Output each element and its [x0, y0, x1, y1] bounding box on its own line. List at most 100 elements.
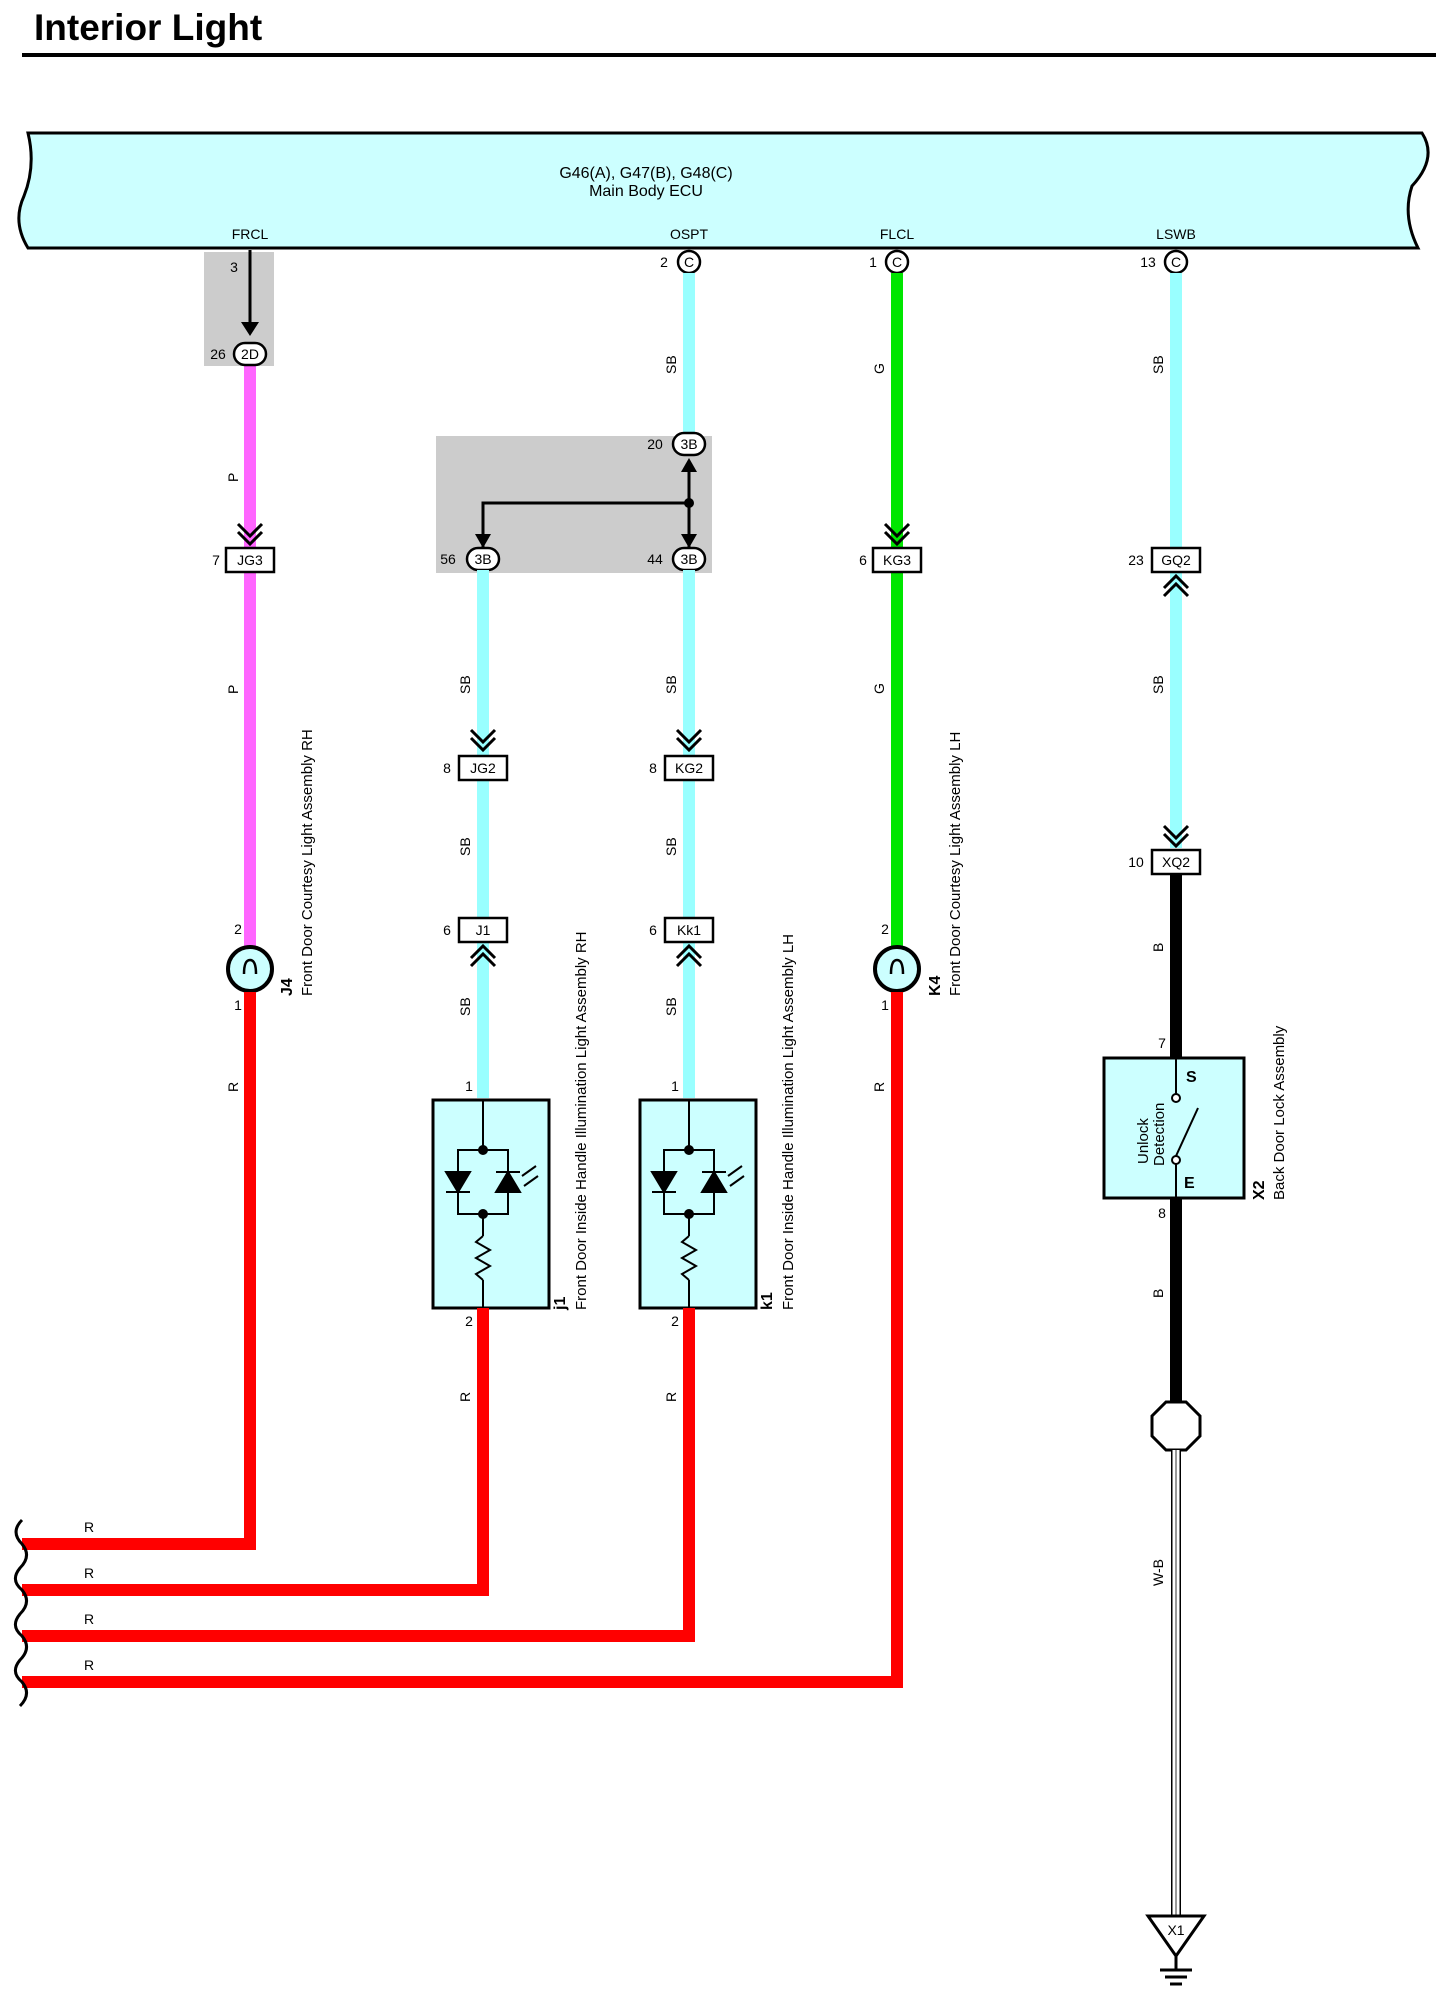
k4-name: Front Door Courtesy Light Assembly LH: [947, 732, 964, 996]
page-title: Interior Light: [34, 7, 262, 48]
ecu-terminal-ospt: OSPT: [670, 226, 709, 242]
connector-chevron-icon: [469, 943, 497, 968]
wire-label-sb: SB: [1150, 675, 1166, 694]
connector-jg3-pin: 7: [212, 552, 220, 568]
connector-jg3: [224, 546, 276, 574]
k1-pin-bottom: 2: [671, 1313, 679, 1329]
connector-kk1-id: Kk1: [677, 922, 701, 938]
wire-label-r: R: [225, 1082, 241, 1092]
ecu-pin-ospt-connector: C: [684, 254, 694, 270]
frcl-circuit: 3 P P 2D 26 JG3 7 2 J4 Front Door Courte…: [210, 250, 316, 1092]
frcl-pin: 3: [230, 259, 238, 275]
wire-label-g: G: [871, 683, 887, 694]
connector-kg3-id: KG3: [883, 552, 911, 568]
lswb-circuit: C 13 SB SB GQ2 23 XQ2 10 B 7 S E Unlock …: [1102, 249, 1288, 1986]
j4-pin-bottom: 1: [234, 997, 242, 1013]
k4-pin-top: 2: [881, 921, 889, 937]
connector-kg3-pin: 6: [859, 552, 867, 568]
ground-id: X1: [1167, 1922, 1184, 1938]
x2-switch-label-1: Unlock: [1135, 1118, 1152, 1164]
switch-icon: [1171, 1058, 1199, 1198]
junction-3b-top-pin: 20: [647, 436, 663, 452]
connector-xq2-pin: 10: [1128, 854, 1144, 870]
connector-chevron-icon: [469, 728, 497, 753]
j1-pin-top: 1: [465, 1078, 473, 1094]
junction-3b-left-pin: 56: [440, 551, 456, 567]
x2-pin-bottom: 8: [1158, 1205, 1166, 1221]
connector-kg2-pin: 8: [649, 760, 657, 776]
wire-label-p: P: [225, 473, 241, 482]
wire-label-b: B: [1150, 943, 1166, 952]
wire-label-sb: SB: [663, 997, 679, 1016]
junction-3b-left-code: 3B: [474, 551, 491, 567]
x2-pin-top: 7: [1158, 1035, 1166, 1051]
k1-box: [638, 1098, 758, 1310]
connector-kg2: [663, 754, 715, 782]
main-body-ecu: G46(A), G47(B), G48(C) Main Body ECU FRC…: [17, 131, 1430, 250]
ecu-pin-lswb-connector: C: [1171, 254, 1181, 270]
ecu-pin-ospt-number: 2: [660, 254, 668, 270]
junction-3b-top-code: 3B: [680, 436, 697, 452]
ecu-terminal-frcl: FRCL: [232, 226, 269, 242]
ecu-pin-flcl-number: 1: [869, 254, 877, 270]
wire-label-sb: SB: [457, 997, 473, 1016]
ecu-pin-lswb-number: 13: [1140, 254, 1156, 270]
wire-label-r: R: [457, 1392, 473, 1402]
connector-j1-id: J1: [476, 922, 491, 938]
arrow-icon: [475, 534, 491, 548]
k4-ref: K4: [927, 975, 944, 996]
connector-kg3: [871, 546, 923, 574]
ecu-terminal-flcl: FLCL: [880, 226, 914, 242]
ecu-pin-flcl-connector: C: [892, 254, 902, 270]
k1-ref: k1: [759, 1292, 776, 1310]
bulb-filament-icon: [242, 958, 258, 975]
connector-chevron-icon: [675, 728, 703, 753]
connector-kg2-id: KG2: [675, 760, 703, 776]
ground-connector-x1: [1145, 1914, 1207, 1959]
wire-label-r: R: [663, 1392, 679, 1402]
x2-ref: X2: [1251, 1180, 1268, 1200]
x2-terminal-s: S: [1186, 1069, 1197, 1086]
x2-terminal-e: E: [1184, 1175, 1195, 1192]
ecu-refs: G46(A), G47(B), G48(C): [559, 165, 732, 182]
connector-j1-pin: 6: [443, 922, 451, 938]
j4-pin-top: 2: [234, 921, 242, 937]
flcl-circuit: C 1 G G KG3 6 2 K4 Front Door Courtesy L…: [859, 249, 964, 1092]
x2-name: Back Door Lock Assembly: [1271, 1025, 1288, 1200]
wire-label-g: G: [871, 363, 887, 374]
red-wire-bundle: R R R R: [14, 992, 903, 1708]
wire-label-r: R: [84, 1565, 94, 1581]
junction-internal-wire: [481, 501, 689, 547]
connector-jg2-pin: 8: [443, 760, 451, 776]
connector-xq2-id: XQ2: [1162, 854, 1190, 870]
k4-pin-bottom: 1: [881, 997, 889, 1013]
connector-jg2-id: JG2: [470, 760, 496, 776]
wire-r-j1: [22, 1308, 489, 1596]
junction-2d-pin: 26: [210, 346, 226, 362]
ecu-terminal-lswb: LSWB: [1156, 226, 1196, 242]
wire-label-r: R: [84, 1657, 94, 1673]
junction-2d-code: 2D: [241, 346, 259, 362]
wire-label-r: R: [84, 1519, 94, 1535]
wire-label-r: R: [871, 1082, 887, 1092]
arrow-icon: [241, 322, 259, 336]
connector-jg3-id: JG3: [237, 552, 263, 568]
junction-3b-right-code: 3B: [680, 551, 697, 567]
x2-switch-label-2: Detection: [1151, 1103, 1168, 1166]
wire-r-k1: [22, 1308, 695, 1642]
junction-2d: [232, 341, 268, 367]
bulb-filament-icon: [889, 958, 905, 975]
k1-pin-top: 1: [671, 1078, 679, 1094]
connector-chevron-icon: [675, 943, 703, 968]
connector-jg2: [457, 754, 509, 782]
connector-j1: [457, 916, 509, 944]
wire-label-sb: SB: [663, 675, 679, 694]
wire-label-p: P: [225, 685, 241, 694]
illumination-led-icon: [650, 1100, 745, 1308]
connector-kk1-pin: 6: [649, 922, 657, 938]
x2-box: [1102, 1056, 1246, 1200]
connector-chevron-icon: [883, 522, 911, 547]
connector-gq2: [1150, 546, 1202, 574]
j4-ref: J4: [279, 978, 296, 996]
wire-label-sb: SB: [663, 355, 679, 374]
